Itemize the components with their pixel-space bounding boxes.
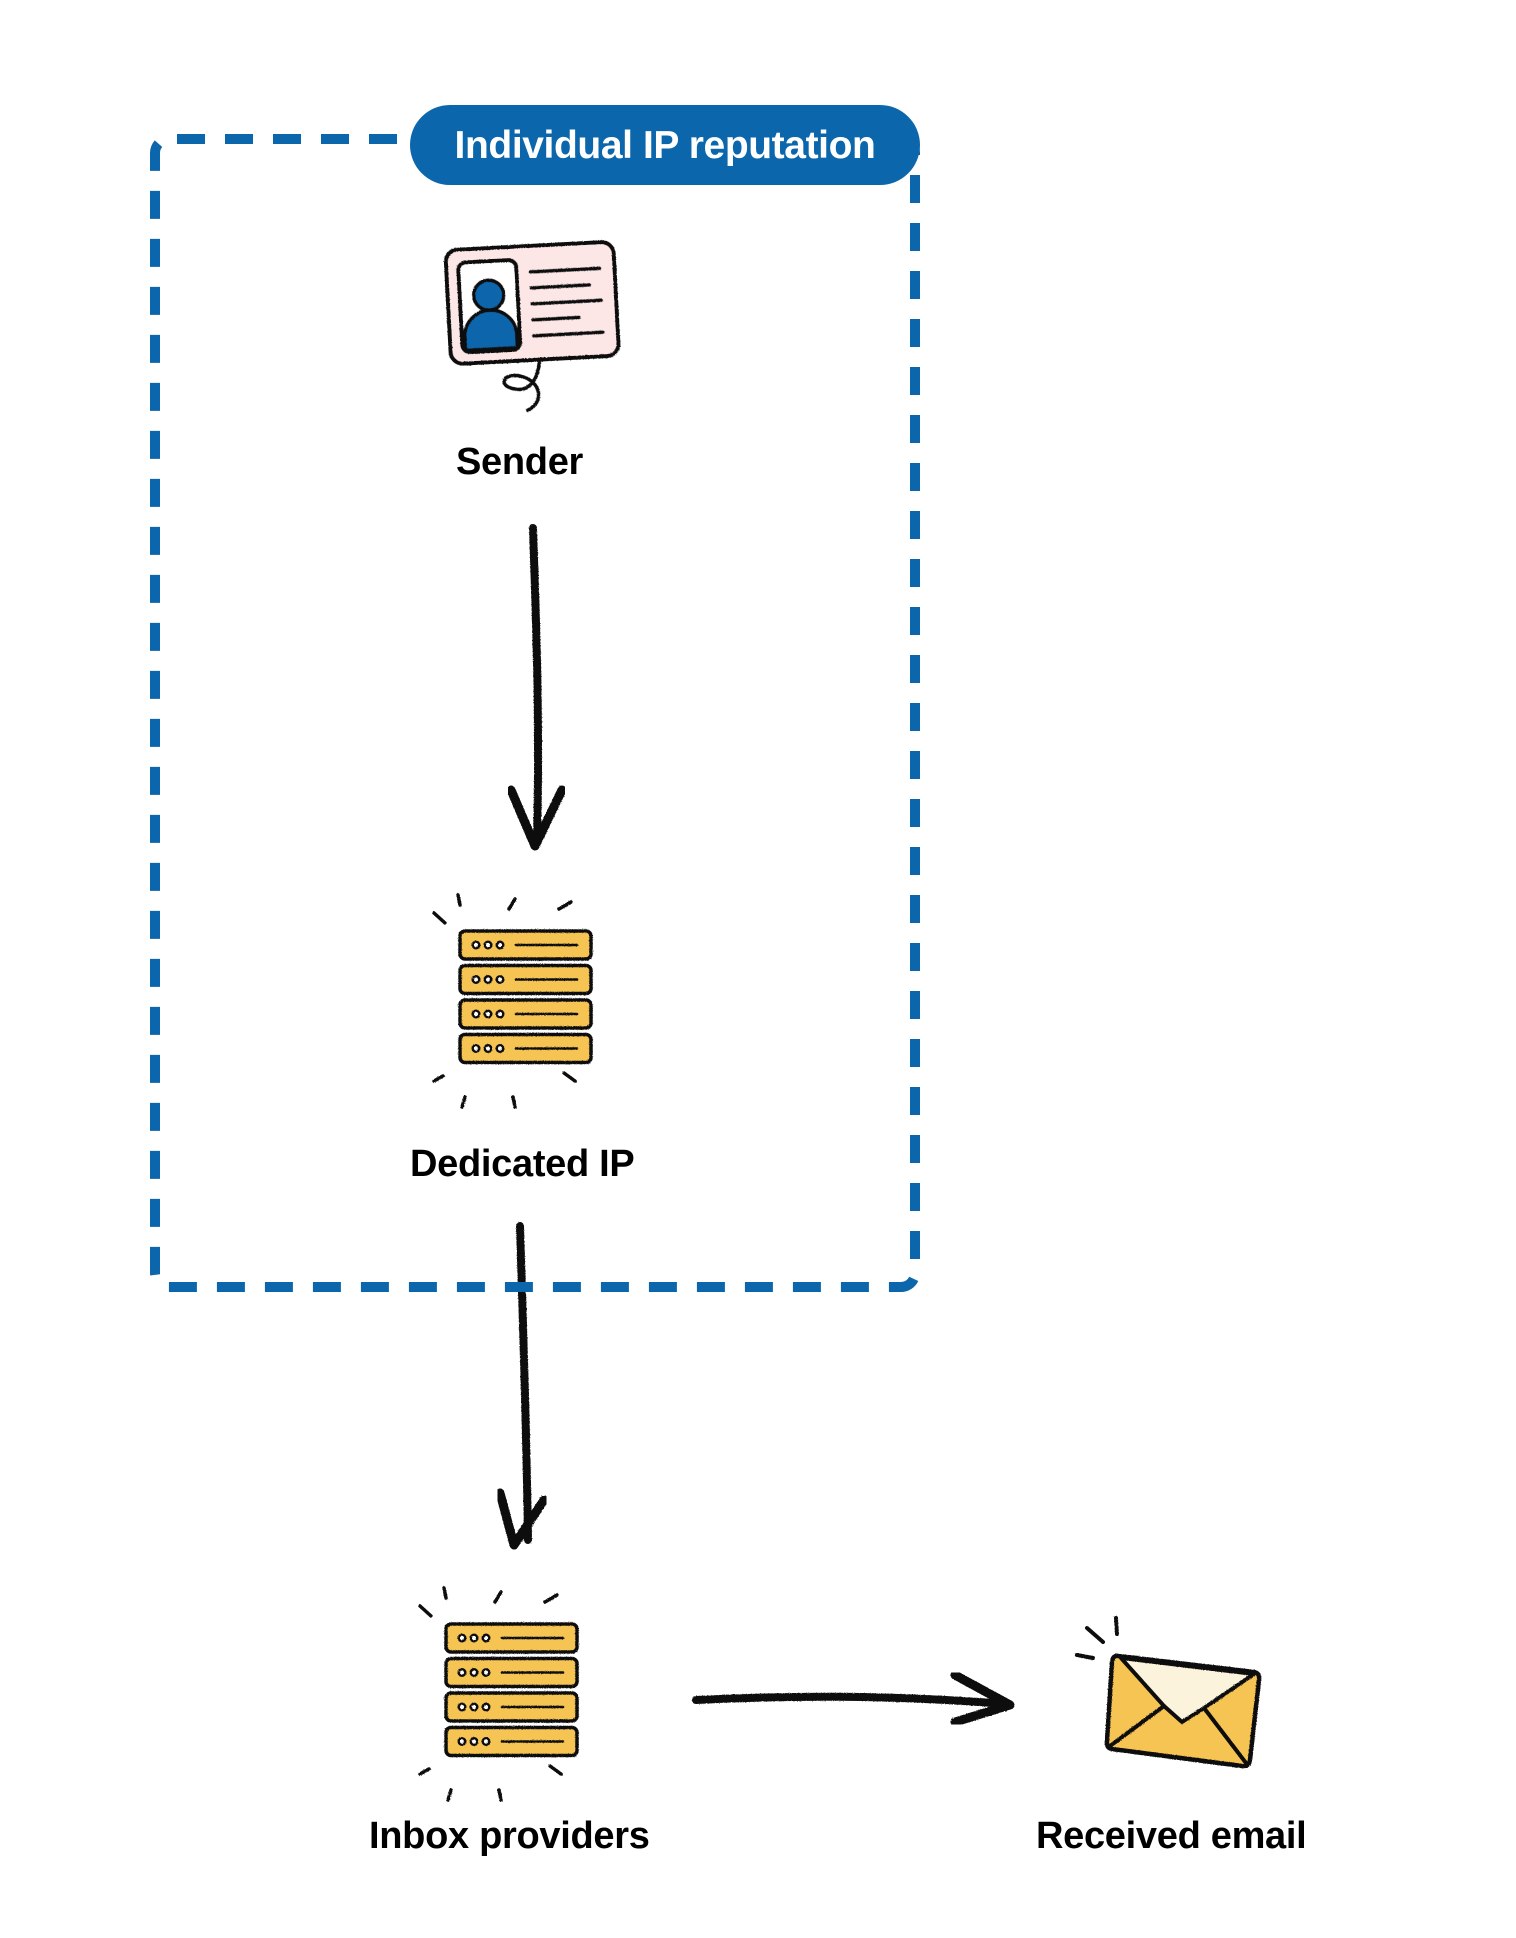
card-lanyard <box>502 359 541 413</box>
server-led <box>495 940 505 950</box>
server-unit <box>458 929 593 961</box>
server-stack-icon <box>418 1586 579 1802</box>
server-stack-icon <box>432 893 593 1109</box>
sparkle-ray <box>507 897 517 911</box>
sparkle-ray <box>497 1788 503 1802</box>
server-led <box>483 1043 493 1053</box>
server-led <box>457 1702 467 1712</box>
sparkle-ray <box>418 1767 431 1776</box>
envelope-flap <box>1119 1656 1256 1724</box>
avatar-head <box>471 278 506 312</box>
server-led <box>481 1736 491 1746</box>
arrow-inbox-to-email <box>692 1670 1015 1727</box>
server-led <box>469 1736 479 1746</box>
sparkle-ray <box>543 1593 559 1604</box>
server-unit <box>458 1032 593 1065</box>
server-led <box>457 1668 467 1678</box>
server-led <box>457 1633 467 1643</box>
server-unit <box>444 1622 579 1654</box>
node-label-dedicated-ip: Dedicated IP <box>410 1143 635 1185</box>
server-led <box>483 1009 493 1019</box>
server-led <box>469 1668 479 1678</box>
server-led <box>481 1668 491 1678</box>
sparkle-rays <box>418 1586 563 1802</box>
sparkle-ray <box>493 1590 503 1604</box>
server-unit <box>444 1725 579 1758</box>
sparkle-ray <box>456 893 462 907</box>
envelope-icon <box>1075 1616 1262 1769</box>
group-title-badge: Individual IP reputation <box>410 105 920 185</box>
envelope-sparkles <box>1075 1616 1119 1660</box>
card-text-lines <box>528 266 605 338</box>
sparkle-rays <box>432 893 577 1109</box>
server-led <box>471 940 481 950</box>
server-led <box>483 975 493 985</box>
sparkle-ray <box>511 1095 517 1109</box>
server-led <box>481 1633 491 1643</box>
server-led <box>469 1633 479 1643</box>
server-led <box>481 1702 491 1712</box>
sparkle-ray <box>432 1074 445 1083</box>
server-led <box>495 975 505 985</box>
sparkle-ray <box>432 911 447 925</box>
server-led <box>471 1043 481 1053</box>
server-unit <box>458 998 593 1030</box>
node-label-sender: Sender <box>456 441 584 483</box>
arrow-dedicated-to-inbox <box>495 1222 549 1550</box>
server-unit <box>458 963 593 996</box>
sparkle-ray <box>557 900 573 911</box>
sparkle-ray <box>562 1071 577 1083</box>
server-unit <box>444 1691 579 1723</box>
sparkle-ray <box>446 1788 453 1802</box>
server-unit <box>444 1656 579 1689</box>
server-led <box>483 940 493 950</box>
group-title: Individual IP reputation <box>454 123 876 167</box>
arrow-sender-to-dedicated <box>506 524 567 851</box>
server-led <box>471 975 481 985</box>
id-card-icon <box>443 240 621 413</box>
server-led <box>495 1043 505 1053</box>
server-led <box>469 1702 479 1712</box>
sparkle-ray <box>460 1095 467 1109</box>
server-led <box>495 1009 505 1019</box>
sparkle-ray <box>418 1604 433 1618</box>
sparkle-ray <box>442 1586 448 1600</box>
server-led <box>471 1009 481 1019</box>
sparkle-ray <box>548 1764 563 1776</box>
node-label-inbox-providers: Inbox providers <box>369 1815 650 1857</box>
node-label-received-email: Received email <box>1036 1815 1307 1857</box>
server-led <box>457 1736 467 1746</box>
